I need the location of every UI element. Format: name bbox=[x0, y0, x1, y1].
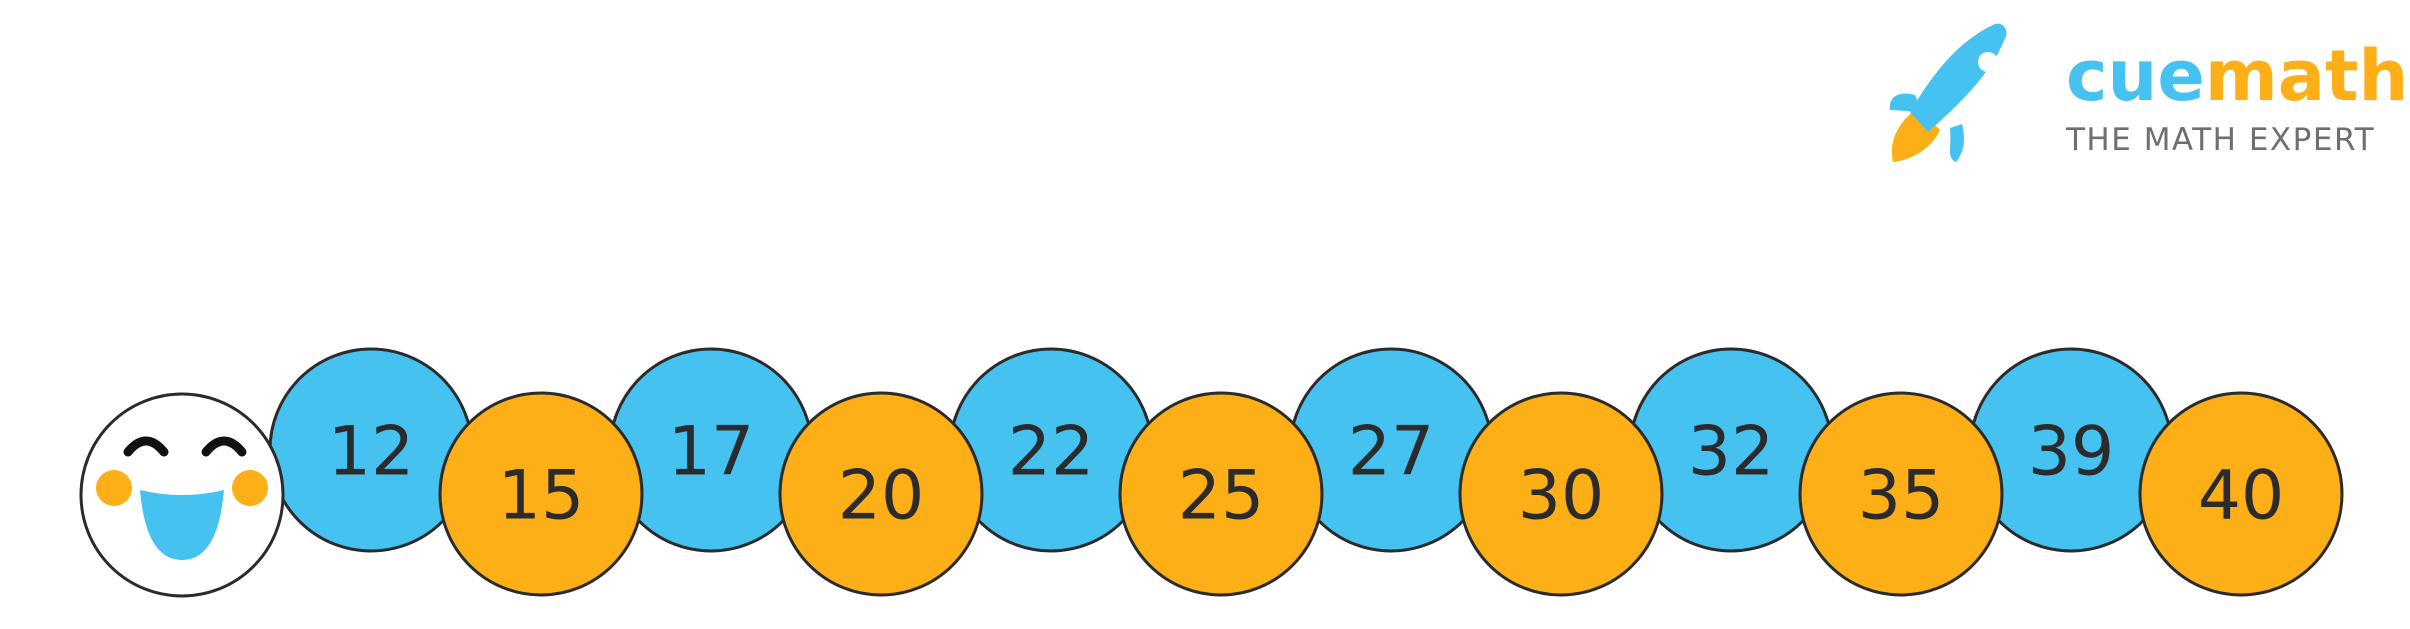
bead-circle bbox=[1798, 391, 2004, 597]
bead-number: 40 bbox=[2198, 457, 2285, 536]
bead-number: 39 bbox=[2028, 413, 2115, 492]
beads-layer: 12 17 22 27 32 39 15 20 25 30 35 40 bbox=[268, 347, 2344, 597]
cuemath-logo: cuemath THE MATH EXPERT bbox=[1889, 23, 2408, 162]
number-caterpillar: 12 17 22 27 32 39 15 20 25 30 35 40 bbox=[79, 347, 2344, 598]
bead-number: 25 bbox=[1178, 457, 1265, 536]
caterpillar-bead: 17 bbox=[608, 347, 814, 553]
logo-tagline: THE MATH EXPERT bbox=[2065, 122, 2375, 158]
bead-number: 35 bbox=[1858, 457, 1945, 536]
caterpillar-bead: 15 bbox=[438, 391, 644, 597]
logo-brand-math: math bbox=[2205, 35, 2408, 117]
bead-number: 30 bbox=[1518, 457, 1605, 536]
bead-number: 12 bbox=[328, 413, 415, 492]
smiley-face-icon bbox=[79, 392, 285, 598]
caterpillar-bead: 32 bbox=[1628, 347, 1834, 553]
bead-number: 22 bbox=[1008, 413, 1095, 492]
bead-number: 20 bbox=[838, 457, 925, 536]
caterpillar-bead: 35 bbox=[1798, 391, 2004, 597]
bead-number: 32 bbox=[1688, 413, 1775, 492]
bead-circle bbox=[438, 391, 644, 597]
bead-circle bbox=[1458, 391, 1664, 597]
caterpillar-bead: 25 bbox=[1118, 391, 1324, 597]
rocket-icon bbox=[1889, 23, 2007, 162]
logo-brand-cue: cue bbox=[2066, 35, 2205, 117]
caterpillar-bead: 20 bbox=[778, 391, 984, 597]
bead-circle bbox=[1118, 391, 1324, 597]
caterpillar-bead: 30 bbox=[1458, 391, 1664, 597]
caterpillar-bead: 39 bbox=[1968, 347, 2174, 553]
bead-circle bbox=[2138, 391, 2344, 597]
svg-text:cuemath: cuemath bbox=[2066, 35, 2408, 117]
caterpillar-head bbox=[79, 392, 285, 598]
caterpillar-bead: 27 bbox=[1288, 347, 1494, 553]
caterpillar-bead: 40 bbox=[2138, 391, 2344, 597]
bead-number: 17 bbox=[668, 413, 755, 492]
bead-number: 27 bbox=[1348, 413, 1435, 492]
caterpillar-bead: 12 bbox=[268, 347, 474, 553]
bead-number: 15 bbox=[498, 457, 585, 536]
bead-circle bbox=[778, 391, 984, 597]
caterpillar-bead: 22 bbox=[948, 347, 1154, 553]
